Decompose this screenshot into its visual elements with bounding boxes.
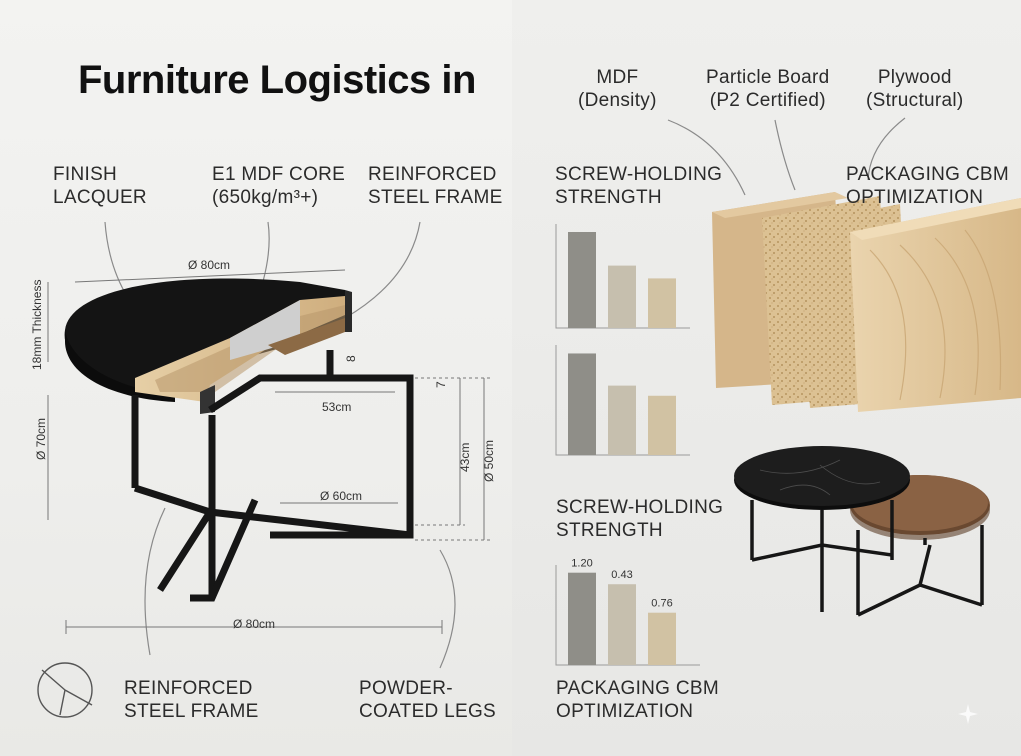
bar-plywood [648, 395, 676, 455]
bar-particle-board [608, 385, 636, 455]
dimension-lines [47, 269, 490, 634]
mdf-core-label: E1 MDF CORE(650kg/m³+) [212, 164, 346, 208]
top-diameter-dimension: Ø 80cm [188, 258, 231, 272]
bar-mdf [568, 232, 596, 328]
chart-axis [555, 345, 690, 456]
page-title: Furniture Logistics in [78, 58, 476, 102]
base-diameter-dimension: Ø 60cm [320, 489, 363, 503]
bar-data-label: 0.76 [651, 598, 672, 610]
bar-particle-board [608, 265, 636, 328]
plywood-board [850, 198, 1021, 412]
packaging-chart: 1.20 0.43 0.76 [555, 558, 700, 666]
steel-frame [131, 350, 414, 602]
bar-data-label: 1.20 [571, 558, 592, 570]
chart-axis [555, 224, 690, 329]
bar-particle-board [608, 584, 636, 665]
sparkle-icon [958, 704, 978, 724]
callout-lines [104, 117, 906, 669]
material-mdf: MDF(Density) [578, 67, 657, 111]
bar-mdf [568, 572, 596, 665]
tripod-base-icon [37, 662, 93, 718]
bar-plywood [648, 612, 676, 665]
bar-mdf [568, 353, 596, 455]
floor-diameter-dimension: Ø 80cm [233, 617, 276, 631]
screw-strength-chart-2 [555, 345, 690, 456]
material-particle-board: Particle Board(P2 Certified) [706, 67, 830, 111]
screw-strength-chart-1 [555, 224, 690, 329]
table-top [64, 278, 352, 414]
material-plywood: Plywood(Structural) [866, 67, 964, 111]
inner-width-dimension: 53cm [322, 400, 352, 414]
bar-data-label: 0.43 [611, 569, 632, 581]
powder-coated-legs-label: POWDER-COATED LEGS [359, 678, 497, 722]
bar-plywood [648, 278, 676, 328]
marble-coffee-table [734, 446, 910, 612]
